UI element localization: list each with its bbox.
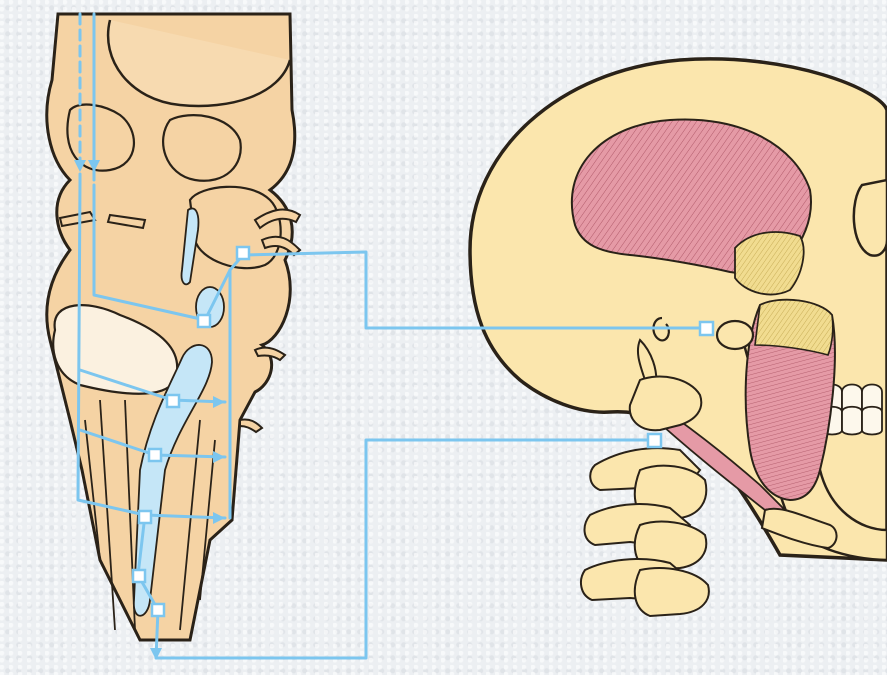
marker-nucleus-b bbox=[149, 449, 161, 461]
brainstem bbox=[47, 14, 300, 640]
mandibular-condyle bbox=[717, 321, 753, 349]
marker-tmj bbox=[700, 322, 713, 335]
skull bbox=[470, 59, 887, 616]
temporalis-tendon bbox=[735, 232, 804, 294]
marker-upper-root bbox=[237, 247, 249, 259]
marker-nucleus-e bbox=[152, 604, 164, 616]
marker-nucleus-d bbox=[133, 570, 145, 582]
marker-nucleus-a bbox=[167, 395, 179, 407]
orbit bbox=[854, 180, 887, 256]
marker-motor-v bbox=[198, 315, 210, 327]
colliculus-right bbox=[163, 115, 241, 181]
marker-hyoid-muscle bbox=[648, 434, 661, 447]
marker-nucleus-c bbox=[139, 511, 151, 523]
